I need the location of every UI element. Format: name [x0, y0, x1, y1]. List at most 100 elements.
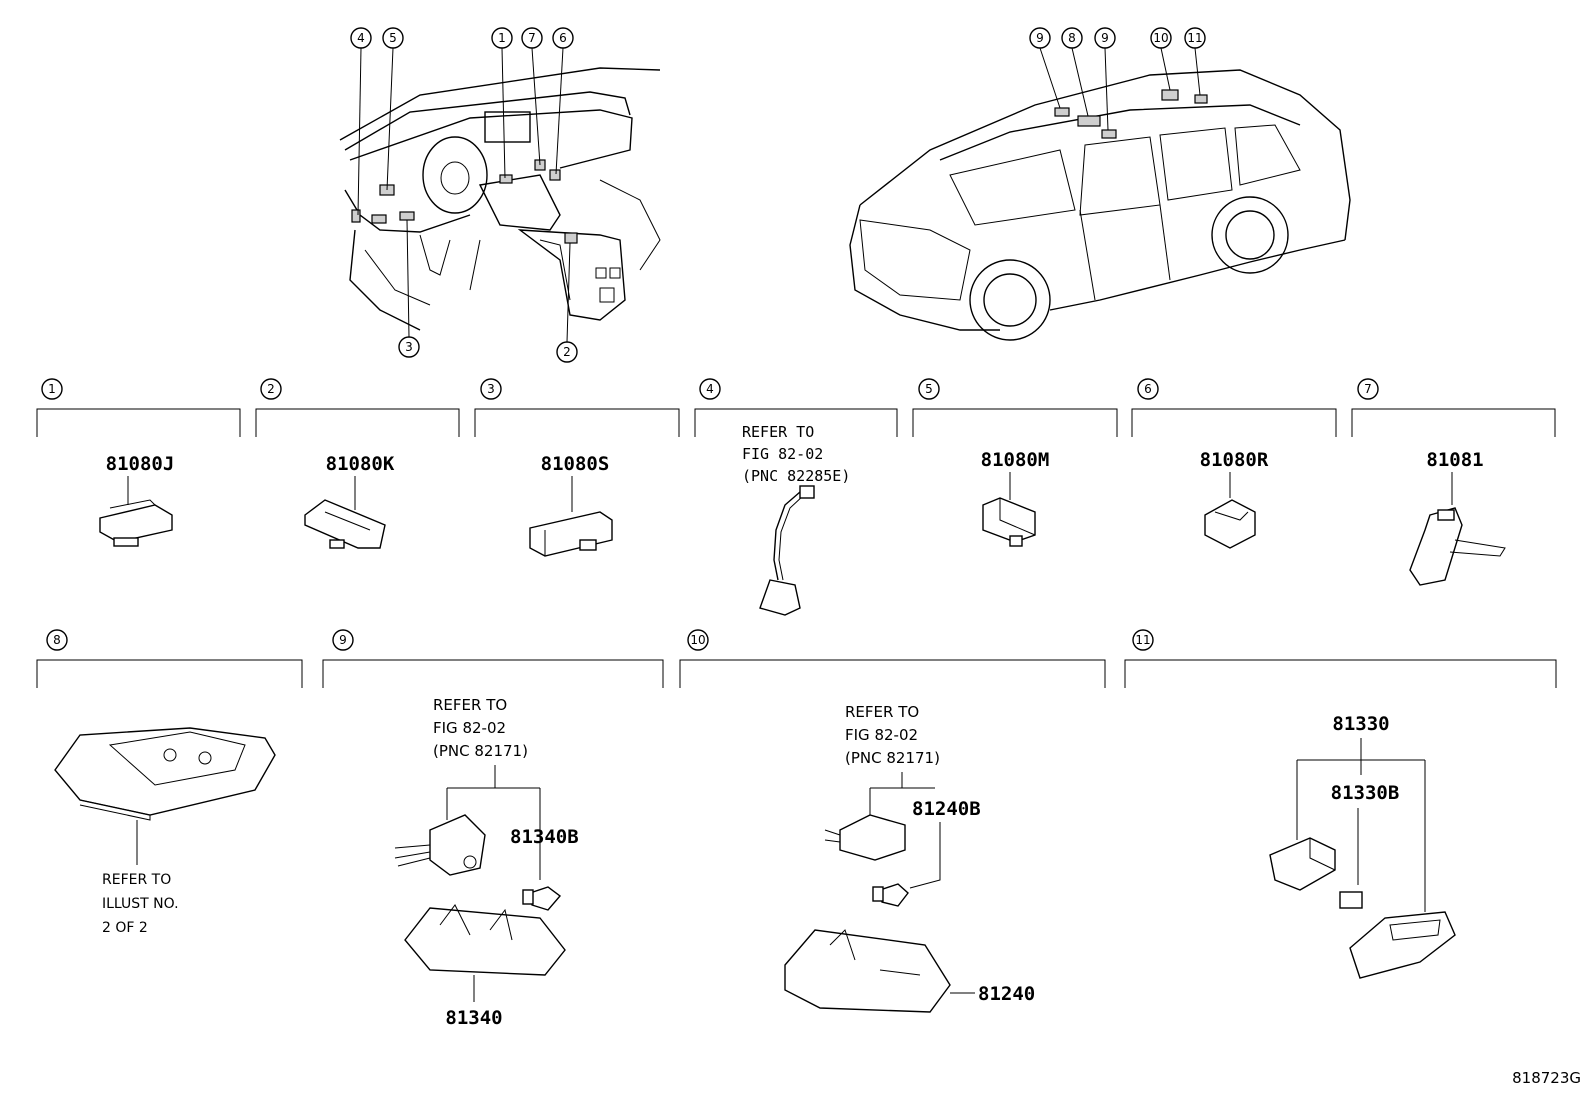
- callout-circle: [521, 27, 543, 49]
- refer-text: ILLUST NO.: [102, 896, 179, 912]
- section-callout-circle: [480, 378, 502, 400]
- section-8: 8 REFER TO ILLUST NO. 2 OF 2: [36, 629, 303, 936]
- section-callout-circle: [1137, 378, 1159, 400]
- refer-text: FIG 82-02: [845, 726, 918, 744]
- wedge-bulb-illustration: [1339, 891, 1363, 909]
- part-81081-switch-illustration: [1409, 507, 1506, 586]
- callout-circle: [491, 27, 513, 49]
- callout-circle: [1150, 27, 1172, 49]
- callout-number: 11: [1187, 31, 1202, 45]
- section-callout-circle: [699, 378, 721, 400]
- section-callout-circle: [260, 378, 282, 400]
- refer-text: REFER TO: [845, 703, 919, 721]
- wedge-bulb-illustration: [522, 886, 562, 911]
- section-callout-number: 2: [267, 382, 275, 396]
- section-5: 5 81080M: [912, 378, 1118, 547]
- callout-circle: [382, 27, 404, 49]
- callout-circle: [1061, 27, 1083, 49]
- callout-circle: [552, 27, 574, 49]
- callout-number: 5: [389, 31, 397, 45]
- callout-number: 6: [559, 31, 567, 45]
- overhead-console-illustration: [54, 727, 276, 821]
- section-2: 2 81080K: [255, 378, 460, 549]
- interior-callouts: 4 5 1 7 6 3 2: [350, 27, 578, 363]
- part-number-label: 81080R: [1200, 449, 1269, 471]
- part-number-label: 81340B: [510, 826, 579, 848]
- refer-text: FIG 82-02: [433, 719, 506, 737]
- callout-number: 9: [1101, 31, 1109, 45]
- refer-text: (PNC 82285E): [742, 467, 850, 485]
- exterior-callouts: 9 8 9 10 11: [1029, 27, 1206, 49]
- section-callout-circle: [1132, 629, 1154, 651]
- section-callout-number: 7: [1364, 382, 1372, 396]
- part-number-label: 81080S: [541, 453, 610, 475]
- lamp-housing-illustration: [784, 929, 951, 1013]
- refer-text: (PNC 82171): [433, 742, 528, 760]
- section-6: 6 81080R: [1131, 378, 1337, 549]
- bulb-socket-illustration: [824, 814, 906, 861]
- bulb-socket-illustration: [1269, 837, 1336, 891]
- section-callout-number: 3: [487, 382, 495, 396]
- part-number-label: 81240B: [912, 798, 981, 820]
- refer-text: REFER TO: [102, 872, 171, 888]
- part-81080M-connector-illustration: [982, 497, 1036, 547]
- section-callout-circle: [918, 378, 940, 400]
- callout-circle: [556, 341, 578, 363]
- part-number-label: 81330: [1332, 713, 1389, 735]
- lamp-housing-illustration: [404, 904, 566, 976]
- part-number-label: 81340: [445, 1007, 502, 1029]
- interior-dashboard-illustration: [339, 67, 661, 331]
- section-10: 10 REFER TO FIG 82-02 (PNC 82171) 81240B…: [679, 629, 1106, 1013]
- refer-text: (PNC 82171): [845, 749, 940, 767]
- section-callout-circle: [41, 378, 63, 400]
- callout-number: 2: [563, 345, 571, 359]
- section-1: 1 81080J: [36, 378, 241, 547]
- callout-circle: [1029, 27, 1051, 49]
- refer-text: REFER TO: [433, 696, 507, 714]
- section-callout-number: 5: [925, 382, 933, 396]
- part-number-label: 81080M: [981, 449, 1050, 471]
- wire-harness-illustration: [759, 485, 815, 616]
- interior-leader-lines: [357, 47, 571, 343]
- section-11: 11 81330 81330B: [1124, 629, 1557, 979]
- section-callout-number: 1: [48, 382, 56, 396]
- section-callout-number: 10: [690, 633, 705, 647]
- section-7: 7 81081: [1351, 378, 1556, 586]
- wedge-bulb-illustration: [872, 883, 909, 907]
- refer-text: FIG 82-02: [742, 445, 823, 463]
- section-4: 4 REFER TO FIG 82-02 (PNC 82285E): [694, 378, 898, 616]
- section-callout-circle: [46, 629, 68, 651]
- part-81080J-connector-illustration: [99, 499, 173, 547]
- part-81080K-connector-illustration: [304, 499, 386, 549]
- illustration-number: 818723G: [1512, 1069, 1581, 1087]
- lamp-housing-illustration: [1349, 911, 1456, 979]
- section-callout-circle: [687, 629, 709, 651]
- section-callout-number: 9: [339, 633, 347, 647]
- callout-number: 8: [1068, 31, 1076, 45]
- callout-number: 4: [357, 31, 365, 45]
- part-number-label: 81240: [978, 983, 1035, 1005]
- exterior-vehicle-illustration: [849, 69, 1351, 341]
- part-81080R-connector-illustration: [1204, 499, 1256, 549]
- section-9: 9 REFER TO FIG 82-02 (PNC 82171) 81340B …: [322, 629, 664, 1029]
- part-number-label: 81080J: [106, 453, 175, 475]
- section-callout-circle: [332, 629, 354, 651]
- callout-number: 9: [1036, 31, 1044, 45]
- callout-circle: [350, 27, 372, 49]
- section-callout-number: 8: [53, 633, 61, 647]
- section-callout-circle: [1357, 378, 1379, 400]
- part-number-label: 81330B: [1331, 782, 1400, 804]
- callout-number: 1: [498, 31, 506, 45]
- section-3: 3 81080S: [474, 378, 680, 557]
- bulb-socket-illustration: [394, 814, 486, 876]
- callout-circle: [1184, 27, 1206, 49]
- section-callout-number: 4: [706, 382, 714, 396]
- refer-text: 2 OF 2: [102, 920, 148, 936]
- callout-circle: [398, 336, 420, 358]
- exterior-leader-lines: [1039, 47, 1201, 131]
- callout-number: 10: [1153, 31, 1168, 45]
- callout-number: 7: [528, 31, 536, 45]
- part-81080S-connector-illustration: [529, 511, 613, 557]
- callout-circle: [1094, 27, 1116, 49]
